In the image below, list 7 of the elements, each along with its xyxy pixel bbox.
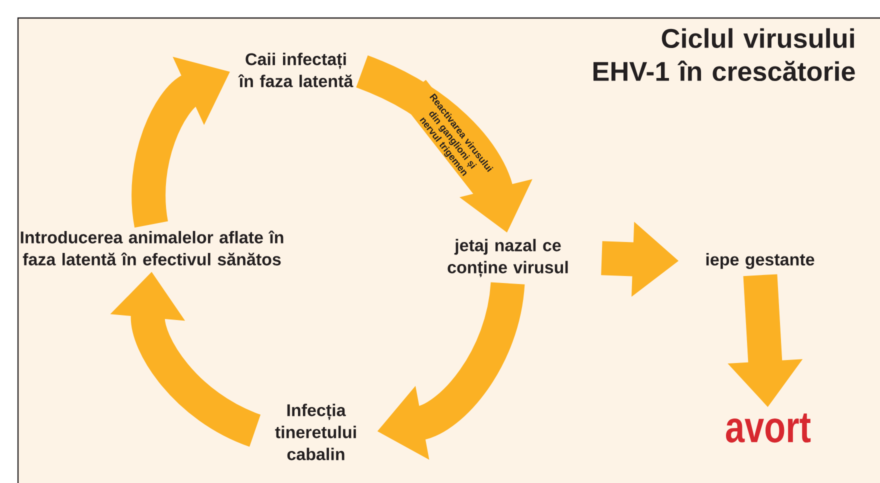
- text-label: iepe gestante: [706, 253, 814, 269]
- text-label: Caii infectați în faza latentă: [238, 52, 354, 88]
- title: Ciclul virusului EHV-1 în crescătorie: [594, 28, 855, 82]
- text-label: jetaj nazal ce conține virusul: [448, 238, 568, 278]
- text-label: Infecția tineretului cabalin: [275, 404, 356, 460]
- text-label: Introducerea animalelor aflate în faza latentă în efectivul sănătos: [20, 230, 284, 266]
- result-text: avort: [726, 413, 811, 443]
